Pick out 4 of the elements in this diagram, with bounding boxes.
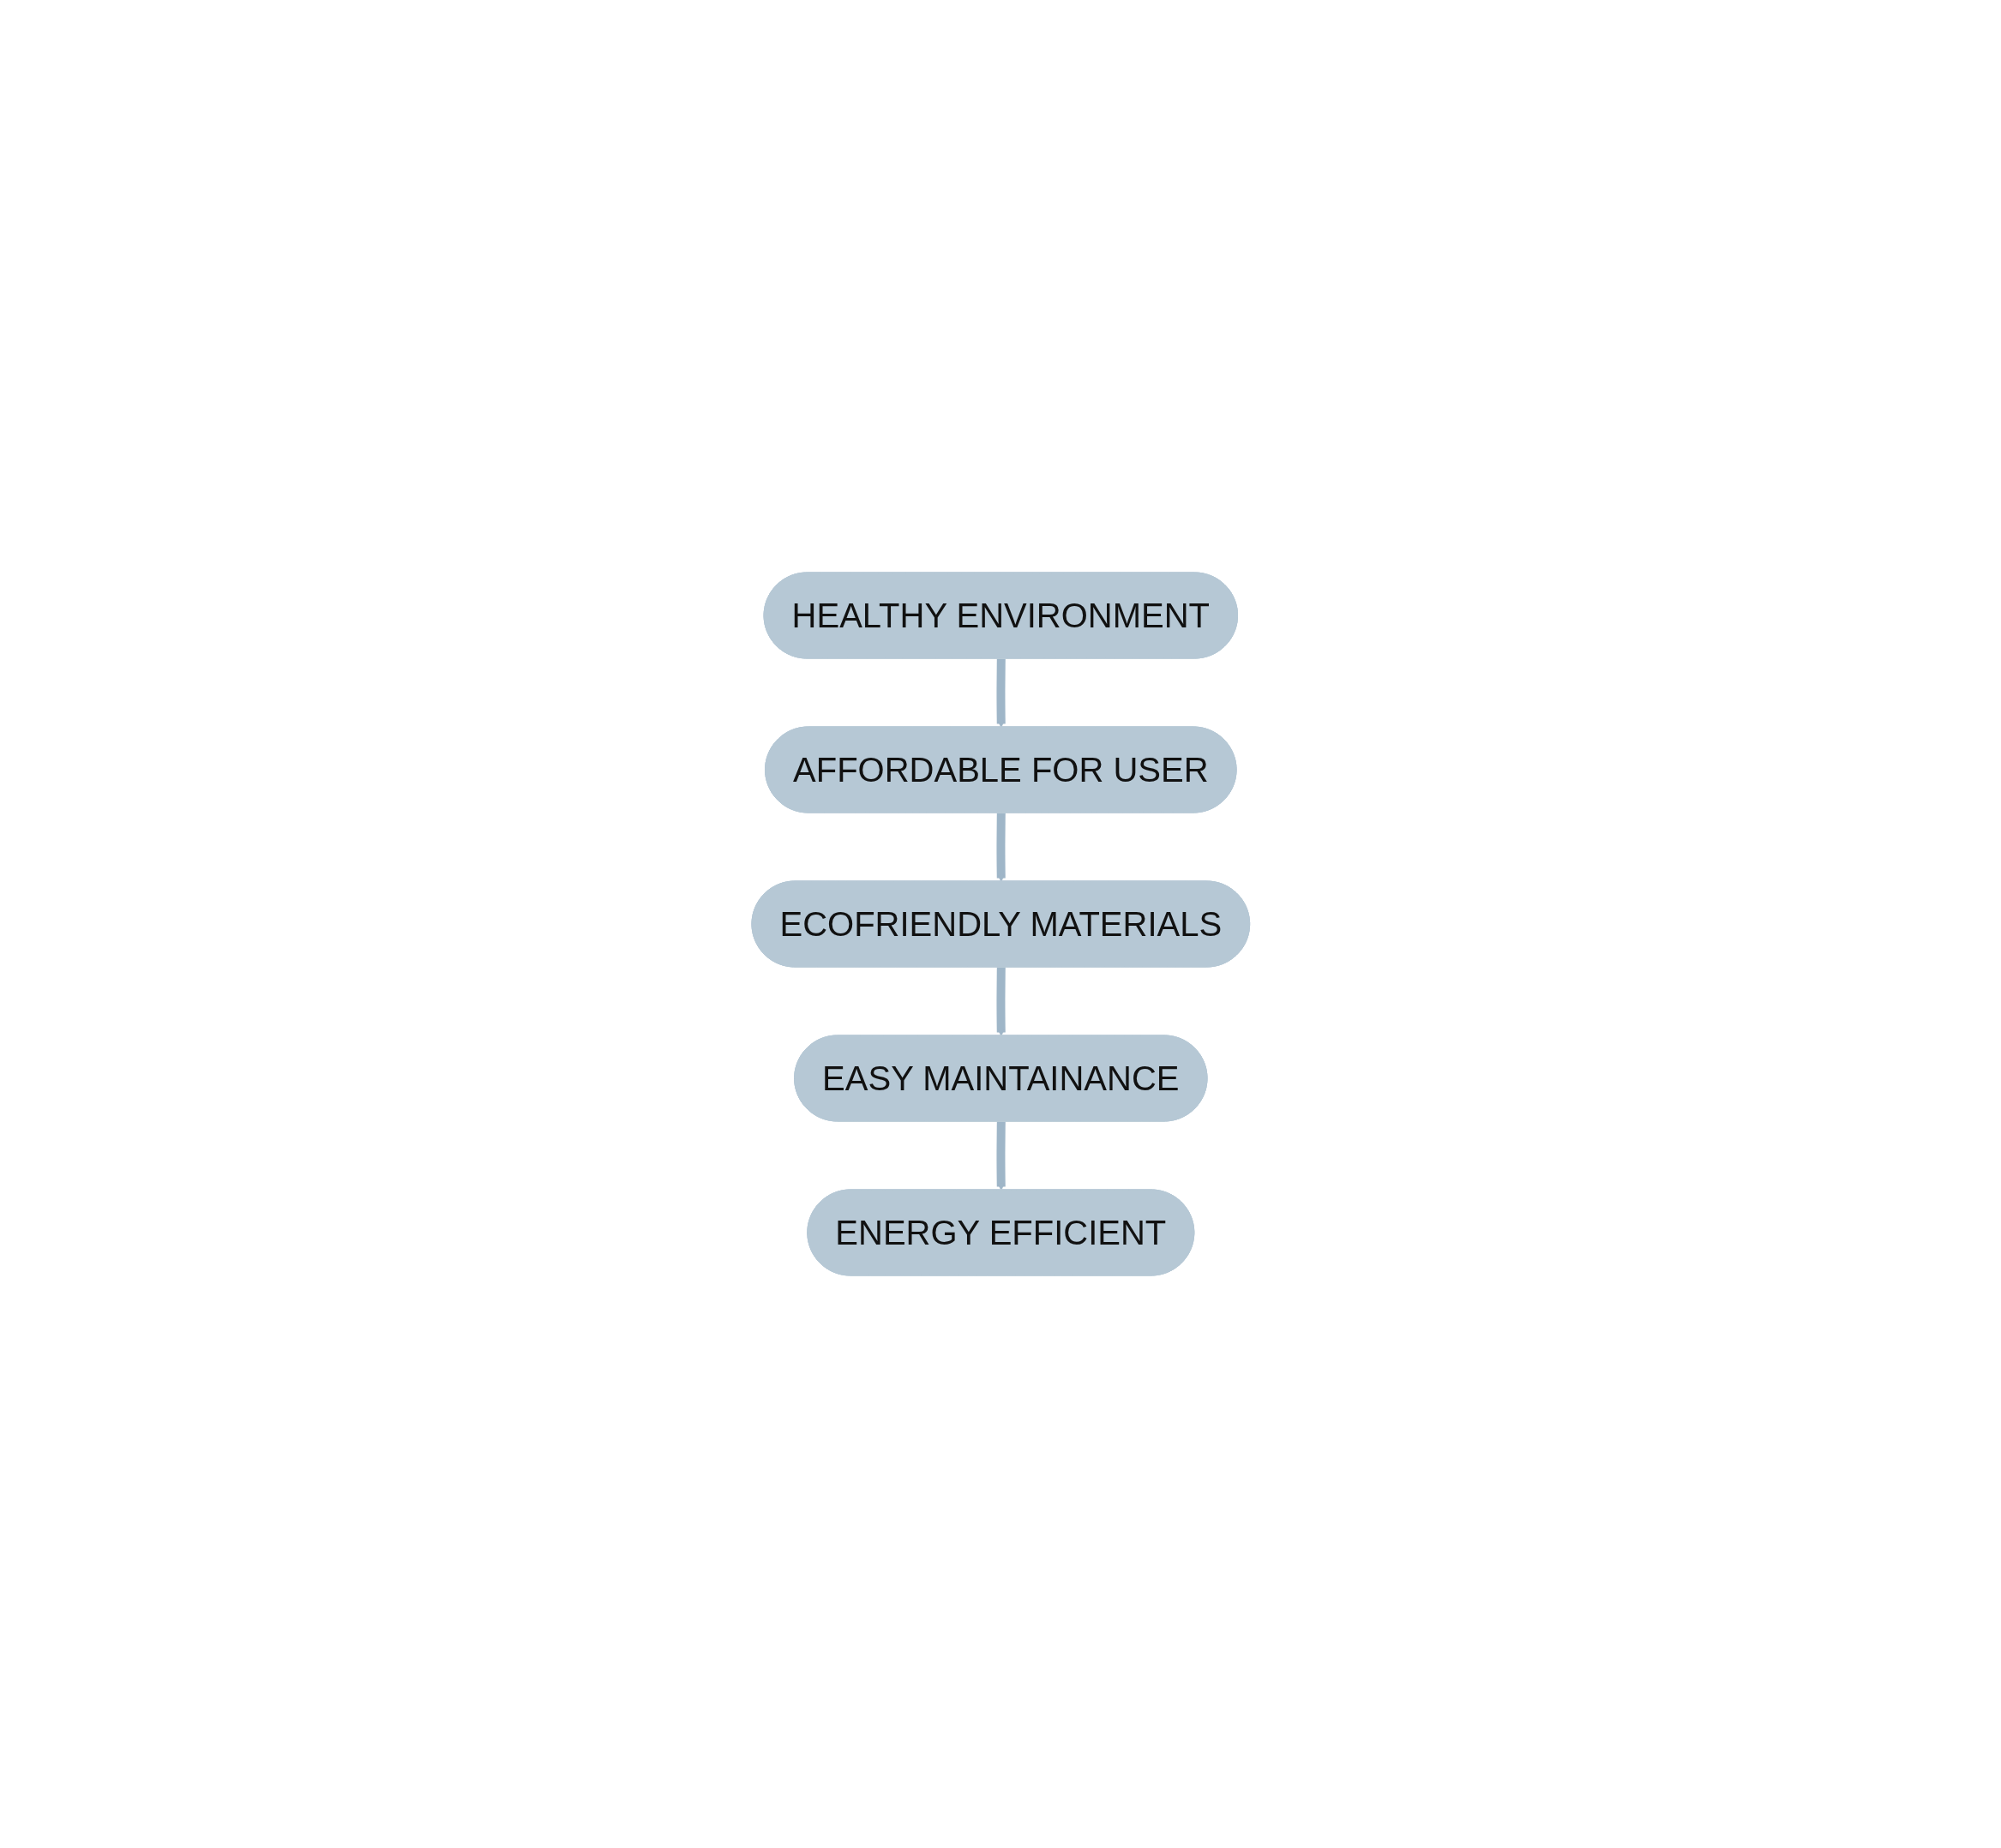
- arrow: [996, 813, 1006, 882]
- arrow: [996, 1121, 1006, 1191]
- arrow: [996, 658, 1006, 728]
- arrow: [996, 967, 1006, 1036]
